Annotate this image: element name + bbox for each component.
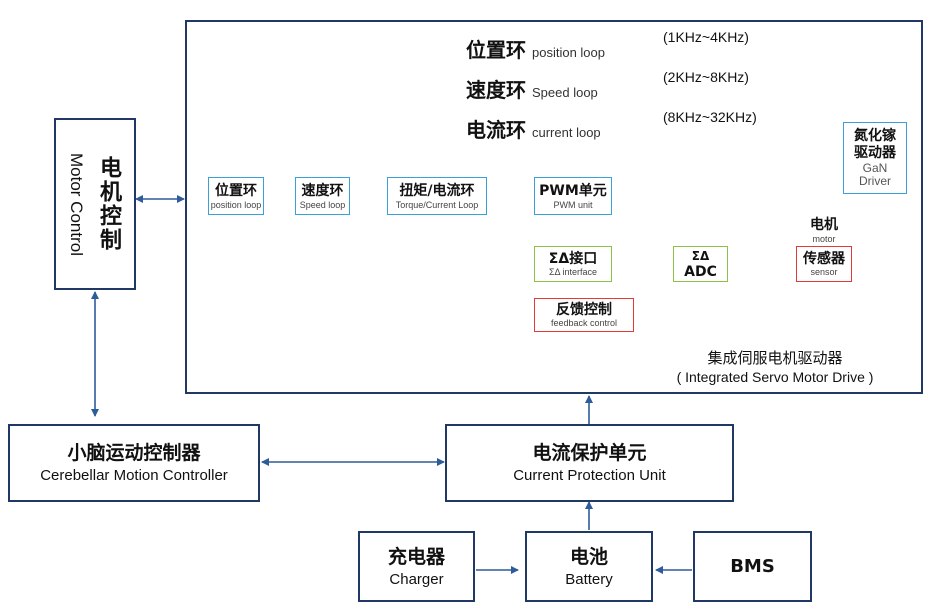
battery-zh: 电池 xyxy=(569,545,608,568)
motor-zh: 电机 xyxy=(810,217,838,233)
position-loop-block: 位置环 position loop xyxy=(208,177,264,215)
gan-en2: Driver xyxy=(859,174,891,188)
position-loop-freq: (1KHz~4KHz) xyxy=(660,29,752,45)
charger-en: Charger xyxy=(389,570,444,588)
protection-en: Current Protection Unit xyxy=(513,467,666,484)
motor-control-zh: 电机控制 xyxy=(96,155,121,252)
drive-caption: 集成伺服电机驱动器 ( Integrated Servo Motor Drive… xyxy=(640,348,910,386)
motor-control-en: Motor Control xyxy=(67,152,86,256)
pwm-block-en: PWM unit xyxy=(553,199,593,210)
position-loop-label: 位置环 position loop xyxy=(462,34,609,63)
adc-block-zh: ΣΔ xyxy=(691,249,710,263)
speed-loop-en: Speed loop xyxy=(532,85,598,100)
torque-loop-block: 扭矩/电流环 Torque/Current Loop xyxy=(387,177,487,215)
drive-en: ( Integrated Servo Motor Drive ) xyxy=(676,369,874,385)
chip-label: CT-UNITE CT1904 CIIIII xyxy=(762,151,796,172)
position-loop-en: position loop xyxy=(532,45,605,60)
interface-block-en: ΣΔ interface xyxy=(548,267,598,277)
speed-loop-block: 速度环 Speed loop xyxy=(295,177,350,215)
interface-block-zh: ΣΔ接口 xyxy=(548,251,598,267)
sensor-block-en: sensor xyxy=(810,267,838,277)
chip-line3: CIIIII xyxy=(769,165,789,171)
battery-box: 电池 Battery xyxy=(525,531,653,602)
speed-loop-zh: 速度环 xyxy=(466,78,526,102)
gan-driver-label: 氮化镓驱动器 GaN Driver xyxy=(843,122,907,194)
pwm-unit-block: PWM单元 PWM unit xyxy=(534,177,612,215)
feedback-control-block: 反馈控制 feedback control xyxy=(534,298,634,332)
current-protection-box: 电流保护单元 Current Protection Unit xyxy=(445,424,734,502)
sd-adc-block: ΣΔ ADC xyxy=(673,246,728,282)
charger-box: 充电器 Charger xyxy=(358,531,475,602)
speed-block-en: Speed loop xyxy=(299,199,346,210)
torque-block-zh: 扭矩/电流环 xyxy=(399,182,475,199)
gan-en1: GaN xyxy=(862,161,888,175)
sensor-block: 传感器 sensor xyxy=(796,246,852,282)
position-block-en: position loop xyxy=(210,199,262,210)
battery-en: Battery xyxy=(565,570,613,588)
speed-loop-freq: (2KHz~8KHz) xyxy=(660,69,752,85)
position-loop-zh: 位置环 xyxy=(466,38,526,62)
torque-block-en: Torque/Current Loop xyxy=(395,199,479,210)
adc-block-en: ADC xyxy=(684,264,717,280)
position-block-zh: 位置环 xyxy=(215,182,257,199)
cerebellar-en: Cerebellar Motion Controller xyxy=(40,467,228,484)
drive-zh: 集成伺服电机驱动器 xyxy=(707,349,843,367)
sd-interface-block: ΣΔ接口 ΣΔ interface xyxy=(534,246,612,282)
cerebellar-zh: 小脑运动控制器 xyxy=(67,442,201,464)
current-loop-zh: 电流环 xyxy=(466,118,526,142)
pwm-block-zh: PWM单元 xyxy=(539,182,607,199)
feedback-block-en: feedback control xyxy=(550,318,618,328)
protection-zh: 电流保护单元 xyxy=(532,442,647,464)
current-loop-freq: (8KHz~32KHz) xyxy=(660,109,760,125)
charger-zh: 充电器 xyxy=(387,545,445,568)
bms-box: BMS xyxy=(693,531,812,602)
sensor-block-zh: 传感器 xyxy=(803,251,845,267)
cerebellar-controller-box: 小脑运动控制器 Cerebellar Motion Controller xyxy=(8,424,260,502)
current-loop-label: 电流环 current loop xyxy=(462,114,605,143)
motor-label: 电机 motor xyxy=(796,214,852,244)
speed-block-zh: 速度环 xyxy=(301,182,344,199)
feedback-block-zh: 反馈控制 xyxy=(556,302,612,318)
chip-line1: CT-UNITE xyxy=(766,151,792,157)
speed-loop-label: 速度环 Speed loop xyxy=(462,74,602,103)
current-loop-en: current loop xyxy=(532,125,601,140)
motor-en: motor xyxy=(812,234,836,244)
chip-line2: CT1904 xyxy=(769,158,789,164)
gan-zh: 氮化镓驱动器 xyxy=(854,128,896,161)
motor-control-box: 电机控制 Motor Control xyxy=(54,118,136,290)
bms-label: BMS xyxy=(730,556,775,577)
